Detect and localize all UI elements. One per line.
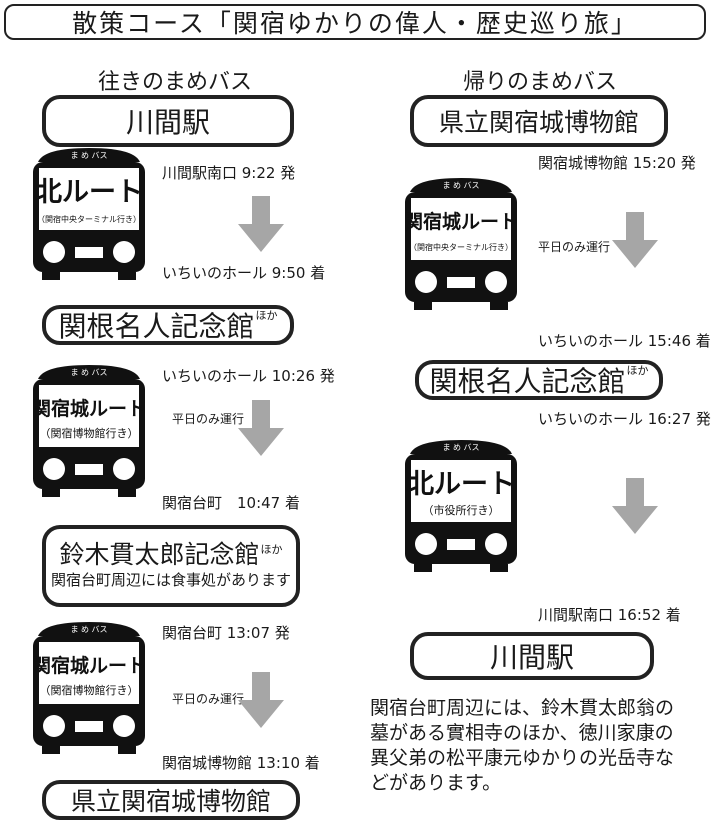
depart-time: 関宿城博物館 15:20 発 bbox=[538, 154, 696, 172]
stop-suzuki-kantaro-memorial: 鈴木貫太郎記念館ほか 関宿台町周辺には食事処があります bbox=[42, 525, 300, 607]
bus-destination-label: （関宿中央ターミナル行き） bbox=[409, 242, 513, 252]
stop-label: 県立関宿城博物館 bbox=[70, 787, 271, 816]
bus-destination-label: （関宿博物館行き） bbox=[40, 426, 139, 440]
bus-route-label: 関宿城ルート bbox=[32, 397, 146, 420]
area-description: 関宿台町周辺には、鈴木貫太郎翁の 墓がある實相寺のほか、徳川家康の 異父弟の松平… bbox=[370, 696, 710, 796]
stop-sekine-memorial: 関根名人記念館ほか bbox=[42, 305, 294, 345]
bus-badge: ま め バス bbox=[70, 368, 107, 377]
bus-badge: ま め バス bbox=[442, 443, 479, 452]
down-arrow-icon bbox=[238, 672, 284, 728]
bus-north-route-icon: ま め バス 北ルート （関宿中央ターミナル行き） bbox=[30, 148, 148, 286]
stop-label: 鈴木貫太郎記念館 bbox=[59, 540, 260, 569]
down-arrow-icon bbox=[238, 400, 284, 456]
page-title-text: 散策コース「関宿ゆかりの偉人・歴史巡り旅」 bbox=[72, 9, 638, 38]
bus-sekiyado-castle-route-icon: ま め バス 関宿城ルート （関宿博物館行き） bbox=[30, 365, 148, 503]
depart-time: 川間駅南口 9:22 発 bbox=[162, 164, 296, 182]
return-header: 帰りのまめバス bbox=[462, 70, 617, 95]
bus-route-label: 北ルート bbox=[407, 469, 515, 500]
stop-sekiyado-castle-museum: 県立関宿城博物館 bbox=[410, 95, 668, 147]
weekday-only-note: 平日のみ運行 bbox=[538, 240, 611, 254]
stop-label: 関根名人記念館 bbox=[429, 365, 626, 398]
weekday-only-note: 平日のみ運行 bbox=[172, 412, 245, 426]
arrive-time: 関宿城博物館 13:10 着 bbox=[162, 754, 320, 772]
bus-route-label: 関宿城ルート bbox=[32, 654, 146, 677]
stop-label: 川間駅 bbox=[489, 641, 574, 674]
stop-suffix: ほか bbox=[260, 543, 283, 556]
bus-destination-label: （市役所行き） bbox=[423, 503, 500, 517]
bus-north-route-icon: ま め バス 北ルート （市役所行き） bbox=[402, 440, 520, 578]
stop-kawama-station: 川間駅 bbox=[42, 95, 294, 147]
stop-label: 川間駅 bbox=[125, 106, 210, 139]
stop-label: 県立関宿城博物館 bbox=[438, 108, 639, 137]
description-line: どがあります。 bbox=[370, 772, 502, 794]
arrive-time: いちいのホール 15:46 着 bbox=[538, 332, 711, 350]
arrive-time: 川間駅南口 16:52 着 bbox=[538, 606, 681, 624]
stop-label: 関根名人記念館 bbox=[58, 310, 255, 343]
bus-badge: ま め バス bbox=[70, 625, 107, 634]
arrive-time: いちいのホール 9:50 着 bbox=[162, 264, 326, 282]
description-line: 墓がある實相寺のほか、徳川家康の bbox=[370, 722, 674, 744]
bus-sekiyado-castle-route-icon: ま め バス 関宿城ルート （関宿博物館行き） bbox=[30, 622, 148, 760]
weekday-only-note: 平日のみ運行 bbox=[172, 692, 245, 706]
bus-route-label: 北ルート bbox=[35, 177, 143, 208]
down-arrow-icon bbox=[612, 212, 658, 268]
stop-suffix: ほか bbox=[255, 309, 278, 322]
bus-destination-label: （関宿博物館行き） bbox=[40, 683, 139, 697]
bus-badge: ま め バス bbox=[70, 151, 107, 160]
bus-route-label: 関宿城ルート bbox=[404, 210, 518, 233]
down-arrow-icon bbox=[612, 478, 658, 534]
depart-time: いちいのホール 16:27 発 bbox=[538, 410, 711, 428]
stop-sekiyado-castle-museum: 県立関宿城博物館 bbox=[42, 780, 300, 820]
stop-suffix: ほか bbox=[626, 364, 649, 377]
outbound-header: 往きのまめバス bbox=[97, 70, 252, 95]
page-title: 散策コース「関宿ゆかりの偉人・歴史巡り旅」 bbox=[4, 4, 706, 40]
down-arrow-icon bbox=[238, 196, 284, 252]
bus-destination-label: （関宿中央ターミナル行き） bbox=[37, 214, 141, 224]
depart-time: いちいのホール 10:26 発 bbox=[162, 367, 335, 385]
description-line: 関宿台町周辺には、鈴木貫太郎翁の bbox=[370, 697, 675, 719]
arrive-time: 関宿台町 10:47 着 bbox=[162, 494, 300, 512]
stop-note: 関宿台町周辺には食事処があります bbox=[50, 571, 291, 589]
bus-sekiyado-castle-route-icon: ま め バス 関宿城ルート （関宿中央ターミナル行き） bbox=[402, 178, 520, 316]
description-line: 異父弟の松平康元ゆかりの光岳寺な bbox=[370, 747, 675, 769]
depart-time: 関宿台町 13:07 発 bbox=[162, 624, 290, 642]
stop-kawama-station: 川間駅 bbox=[410, 632, 654, 680]
bus-badge: ま め バス bbox=[442, 181, 479, 190]
stop-sekine-memorial: 関根名人記念館ほか bbox=[415, 360, 663, 400]
